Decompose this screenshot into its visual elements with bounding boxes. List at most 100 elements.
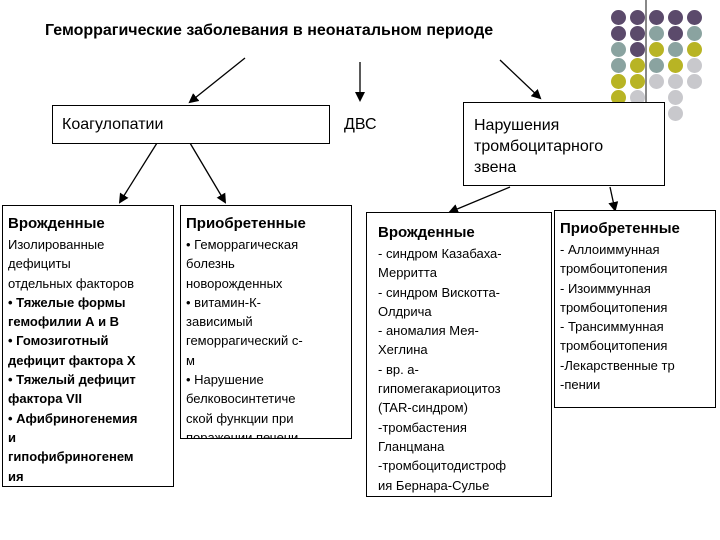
coag-congenital-list: Изолированные дефициты отдельных факторов •… [8,235,173,486]
decorative-dot [687,74,702,89]
arrow-platelet-to-acquired [608,186,619,212]
coag-acquired-header: Приобретенные [186,215,306,232]
list-item: • витамин-К- [186,294,261,310]
decorative-dot [668,42,683,57]
coagulopathy-box [52,105,330,144]
list-item: • Нарушение [186,372,264,388]
coag-congenital-box: Врожденные Изолированные дефициты отдельны… [2,205,174,487]
decorative-dot [668,58,683,73]
coag-congenital-header: Врожденные [8,215,105,232]
list-item: тромбоцитопения [560,261,668,277]
decorative-dot [649,10,664,25]
decorative-dot [668,74,683,89]
platelet-acquired-list: - Аллоиммунная тромбоцитопения - Изоиммунн… [560,240,715,394]
diagram-title: Геморрагические заболевания в неонатальн… [45,22,494,39]
decorative-dot [630,58,645,73]
list-item: зависимый [186,314,253,330]
decorative-dot [687,10,702,25]
list-item: тромбоцитопения [560,338,668,354]
decorative-dot [668,10,683,25]
list-item: ия Бернара-Сулье [378,477,490,493]
list-item: (TAR-синдром) [378,400,468,416]
list-item: отдельных факторов [8,275,135,291]
arrow-title-to-platelet [499,59,542,100]
decorative-dot [687,42,702,57]
platelet-congenital-list: - синдром Казабаха-Мерритта- синдром Вис… [378,244,551,495]
list-item: - синдром Казабаха- [378,246,502,261]
list-item: тромбоцитопения [560,299,668,315]
arrow-coag-to-congenital [118,142,158,204]
decorative-dot [649,26,664,41]
decorative-dot [649,42,664,57]
decorative-dot [630,74,645,89]
decorative-dot [611,58,626,73]
list-item: -тромбоцитодистроф [378,458,507,474]
platelet-disorders-label-1: Нарушения [474,117,560,134]
list-item: • Афибриногенемия [8,410,138,426]
list-item: дефициты [8,256,71,272]
list-item: ия [8,468,24,484]
list-item: - аномалия Мея- [378,323,479,339]
arrow-coag-to-acquired [189,142,227,204]
arrow-title-to-coag [188,57,246,104]
decorative-dot [611,42,626,57]
decorative-dot [611,90,626,105]
platelet-congenital-box: Врожденные - синдром Казабаха-Мерритта- … [366,212,552,497]
decorative-dot [611,74,626,89]
list-item: - Изоиммунная [560,280,651,296]
list-item: м [186,352,195,368]
list-item: Олдрича [378,303,432,319]
list-item: поражении печени [186,429,299,439]
list-item: • Гомозиготный [8,333,109,349]
list-item: -Лекарственные тр [560,357,675,373]
decorative-dot [668,90,683,105]
platelet-acquired-box: Приобретенные - Аллоиммунная тромбоцитопе… [554,210,716,408]
list-item: гипомегакариоцитоз [378,381,501,397]
decorative-dot [611,10,626,25]
list-item: Гланцмана [378,438,445,454]
list-item: • Тяжелые формы [8,294,126,310]
decorative-dot [630,90,645,105]
list-item: -тромбастения [378,419,467,435]
dvs-label: ДВС [344,116,377,133]
coagulopathy-label: Коагулопатии [62,116,164,133]
platelet-congenital-header: Врожденные [378,224,475,241]
list-item: -пении [560,377,601,393]
decorative-dot [630,42,645,57]
list-item: - вр. а- [378,361,419,377]
decorative-dot [687,58,702,73]
decorative-dot-grid [611,10,720,121]
list-item: • Геморрагическая [186,237,299,252]
decorative-dot [649,58,664,73]
list-item: гипофибриногенем [8,449,134,465]
decorative-dot [630,26,645,41]
list-item: ской функции при [186,410,294,426]
list-item: белковосинтетиче [186,391,296,407]
platelet-acquired-header: Приобретенные [560,220,680,237]
list-item: гемофилии А и В [8,314,120,330]
list-item: геморрагический с- [186,333,303,349]
list-item: и [8,429,16,445]
arrow-platelet-to-congenital [448,186,511,214]
list-item: Изолированные [8,237,105,252]
list-item: - Трансиммунная [560,319,664,335]
list-item: - Аллоиммунная [560,242,660,257]
decorative-dot [668,26,683,41]
list-item: фактора VII [8,391,82,407]
platelet-disorders-box [463,102,665,186]
list-item: - синдром Вискотта- [378,284,501,300]
list-item: дефицит фактора Х [8,352,136,368]
decorative-dot [611,26,626,41]
decorative-dot [649,74,664,89]
decorative-dot [687,26,702,41]
decorative-dot [668,106,683,121]
list-item: Хеглина [378,342,428,358]
platelet-disorders-label-3: звена [474,159,517,176]
decorative-dot [630,10,645,25]
divider-line [645,0,647,125]
platelet-disorders-label-2: тромбоцитарного [474,138,604,155]
list-item: новорожденных [186,275,283,291]
